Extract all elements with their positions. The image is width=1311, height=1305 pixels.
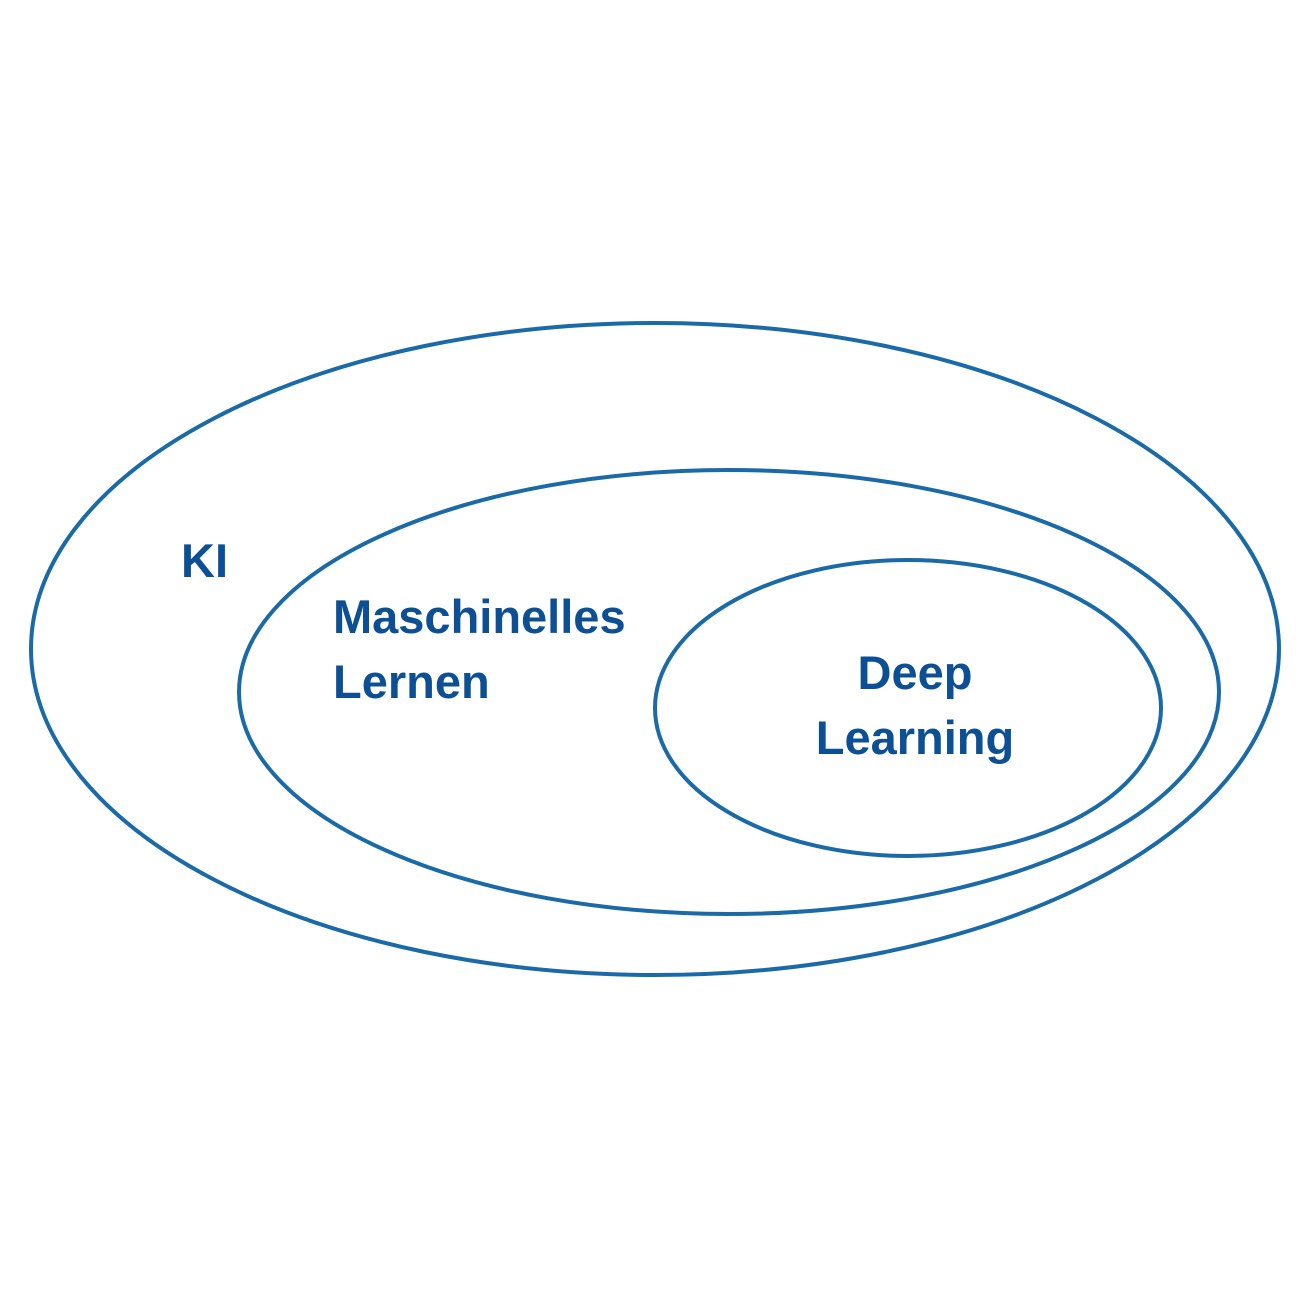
ml-ellipse: [237, 468, 1221, 916]
dl-ellipse: [653, 558, 1163, 858]
ml-label-line1: Maschinelles: [333, 590, 626, 643]
dl-label-line2: Learning: [816, 711, 1014, 764]
dl-label-line1: Deep: [858, 646, 973, 699]
ki-label: KI: [181, 534, 228, 587]
ki-ellipse: [29, 321, 1281, 977]
ml-label-line2: Lernen: [333, 655, 490, 708]
